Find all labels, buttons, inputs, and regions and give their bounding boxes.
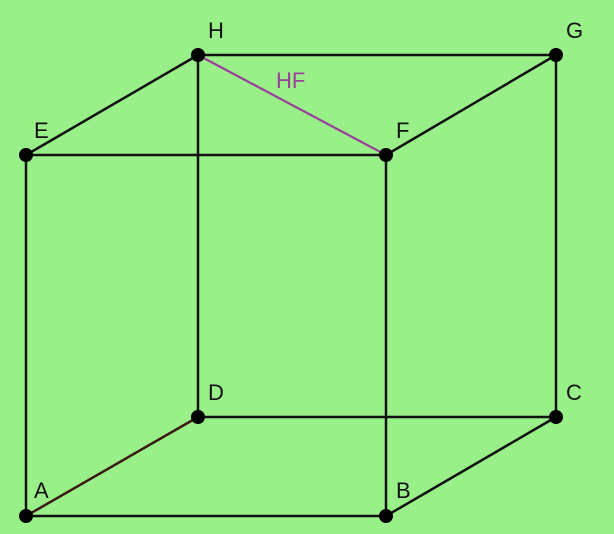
edge-BC xyxy=(384,415,558,518)
vertex-labels: H G E F D C A B xyxy=(34,18,583,503)
edge-EH xyxy=(24,53,200,157)
vertex-label-B: B xyxy=(396,478,411,503)
vertex-C-point xyxy=(549,410,563,424)
vertex-label-E: E xyxy=(34,118,49,143)
vertex-label-D: D xyxy=(208,380,224,405)
vertex-B-point xyxy=(379,509,393,523)
vertex-F-point xyxy=(379,148,393,162)
segment-HF xyxy=(197,54,387,156)
vertex-G-point xyxy=(549,48,563,62)
edge-FG xyxy=(384,53,558,157)
vertex-D-point xyxy=(191,410,205,424)
vertex-H-point xyxy=(191,48,205,62)
segment-label-HF: HF xyxy=(276,68,305,93)
vertex-label-F: F xyxy=(396,118,409,143)
vertex-label-A: A xyxy=(34,478,49,503)
cube-edges xyxy=(24,53,558,518)
edge-AD xyxy=(24,415,200,518)
vertex-E-point xyxy=(19,148,33,162)
vertex-label-G: G xyxy=(566,18,583,43)
vertex-label-H: H xyxy=(208,18,224,43)
vertex-A-point xyxy=(19,509,33,523)
vertex-label-C: C xyxy=(566,380,582,405)
cube-vertices xyxy=(19,48,563,523)
